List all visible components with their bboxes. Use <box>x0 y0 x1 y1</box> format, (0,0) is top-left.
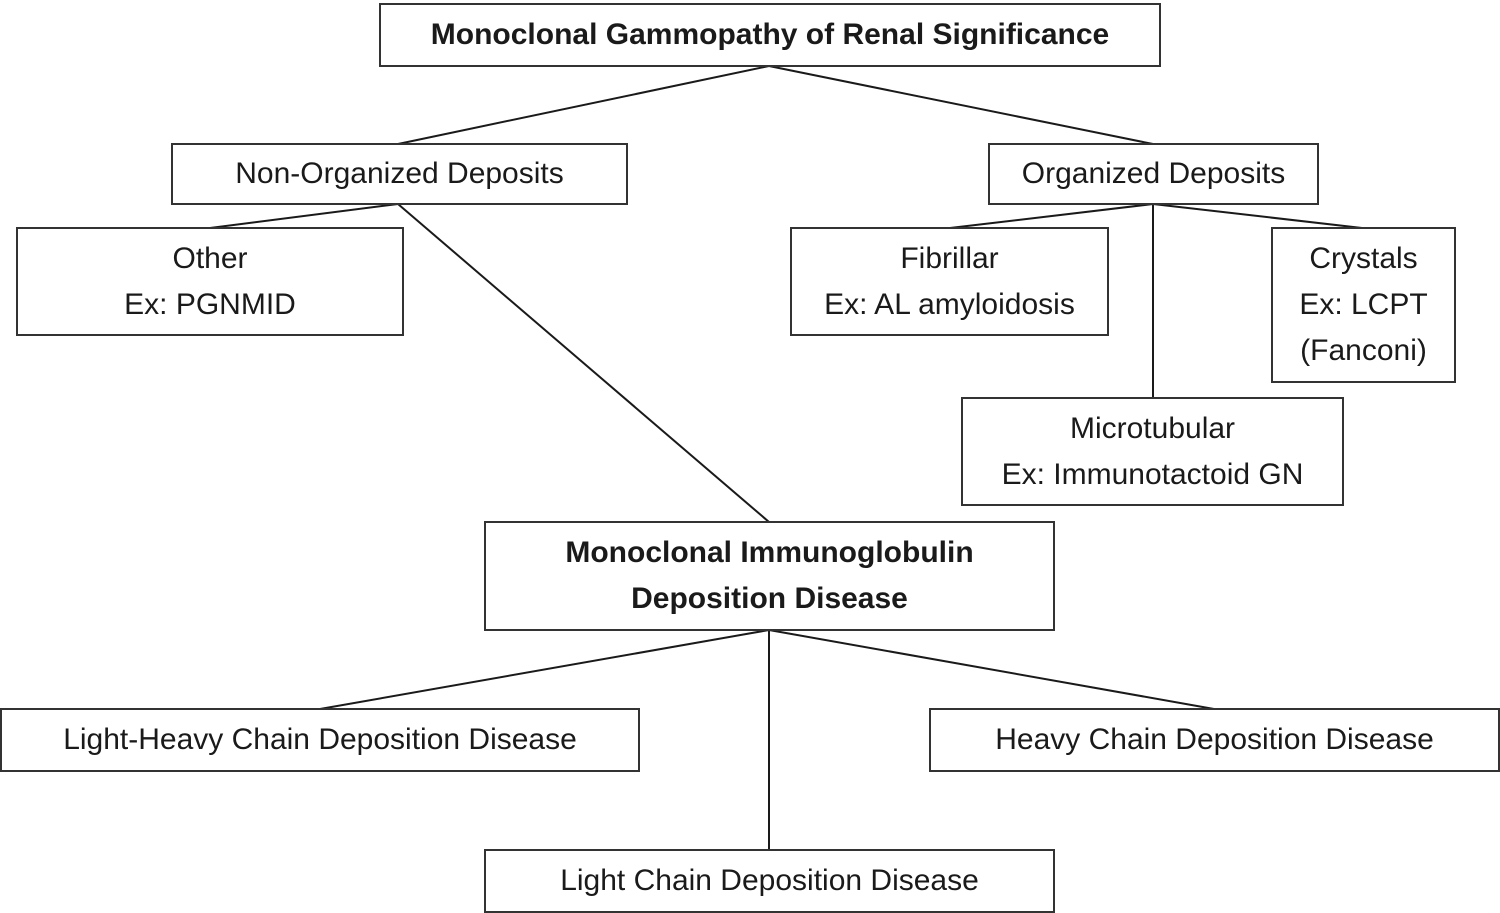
non-organized-node: Non-Organized Deposits <box>171 143 628 205</box>
other-example: Ex: PGNMID <box>124 287 296 321</box>
edge-midd-to-hcdd <box>768 629 1215 710</box>
microtubular-example: Ex: Immunotactoid GN <box>1001 457 1304 491</box>
root-label: Monoclonal Gammopathy of Renal Significa… <box>430 18 1110 51</box>
fibrillar-node: Fibrillar Ex: AL amyloidosis <box>790 227 1109 336</box>
lcdd-label: Light Chain Deposition Disease <box>560 864 979 897</box>
edge-midd-to-lhcdd <box>319 629 770 710</box>
fibrillar-title: Fibrillar <box>900 241 999 275</box>
lhcdd-label: Light-Heavy Chain Deposition Disease <box>63 723 577 756</box>
hcdd-label: Heavy Chain Deposition Disease <box>995 723 1434 756</box>
microtubular-node: Microtubular Ex: Immunotactoid GN <box>961 397 1344 506</box>
hcdd-node: Heavy Chain Deposition Disease <box>929 708 1500 772</box>
crystals-title: Crystals <box>1309 242 1418 275</box>
organized-node: Organized Deposits <box>988 143 1319 205</box>
edge-organized-to-crystals <box>1152 203 1363 229</box>
root-node: Monoclonal Gammopathy of Renal Significa… <box>379 3 1161 67</box>
organized-label: Organized Deposits <box>1021 157 1286 190</box>
other-title: Other <box>172 241 248 275</box>
non-organized-label: Non-Organized Deposits <box>235 157 564 190</box>
lhcdd-node: Light-Heavy Chain Deposition Disease <box>0 708 640 772</box>
edge-non-organized-to-midd <box>397 203 770 523</box>
crystals-note: (Fanconi) <box>1300 334 1427 367</box>
fibrillar-example: Ex: AL amyloidosis <box>824 287 1075 321</box>
midd-label-line-2: Deposition Disease <box>631 582 908 615</box>
midd-node: Monoclonal Immunoglobulin Deposition Dis… <box>484 521 1055 631</box>
microtubular-title: Microtubular <box>1069 411 1236 445</box>
other-node: Other Ex: PGNMID <box>16 227 404 336</box>
crystals-node: Crystals Ex: LCPT (Fanconi) <box>1271 227 1456 383</box>
edge-root-to-organized <box>768 65 1154 145</box>
edge-non-organized-to-other <box>209 203 399 229</box>
edge-organized-to-fibrillar <box>949 203 1154 229</box>
lcdd-node: Light Chain Deposition Disease <box>484 849 1055 913</box>
crystals-example: Ex: LCPT <box>1299 288 1428 321</box>
edge-root-to-non-organized <box>397 65 770 145</box>
midd-label-line-1: Monoclonal Immunoglobulin <box>565 536 974 569</box>
